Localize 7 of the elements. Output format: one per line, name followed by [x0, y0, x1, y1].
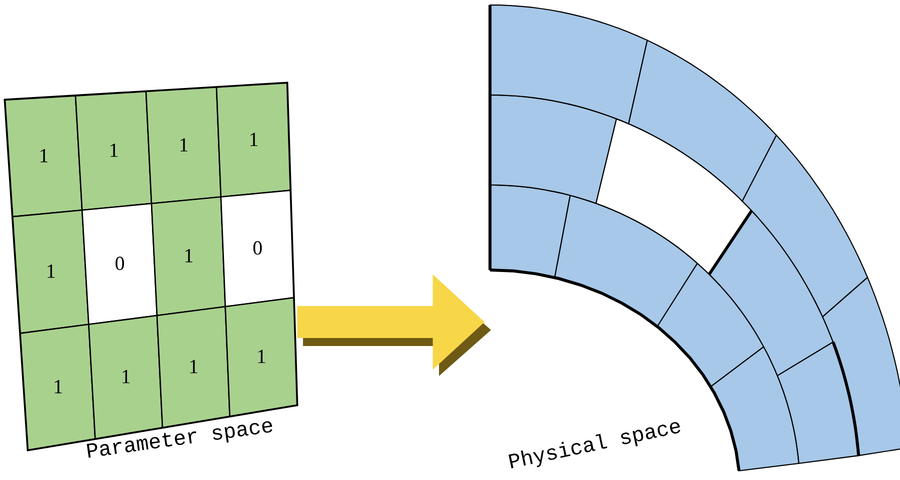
grid-cell: 1: [4, 95, 83, 218]
grid-cell: 1: [216, 82, 291, 198]
mesh-drawing: [488, 4, 900, 472]
grid-cell: 1: [224, 296, 298, 417]
grid-cell: 0: [81, 202, 158, 326]
block-arrow: [297, 274, 491, 376]
mesh-caption: Physical space: [508, 422, 680, 468]
